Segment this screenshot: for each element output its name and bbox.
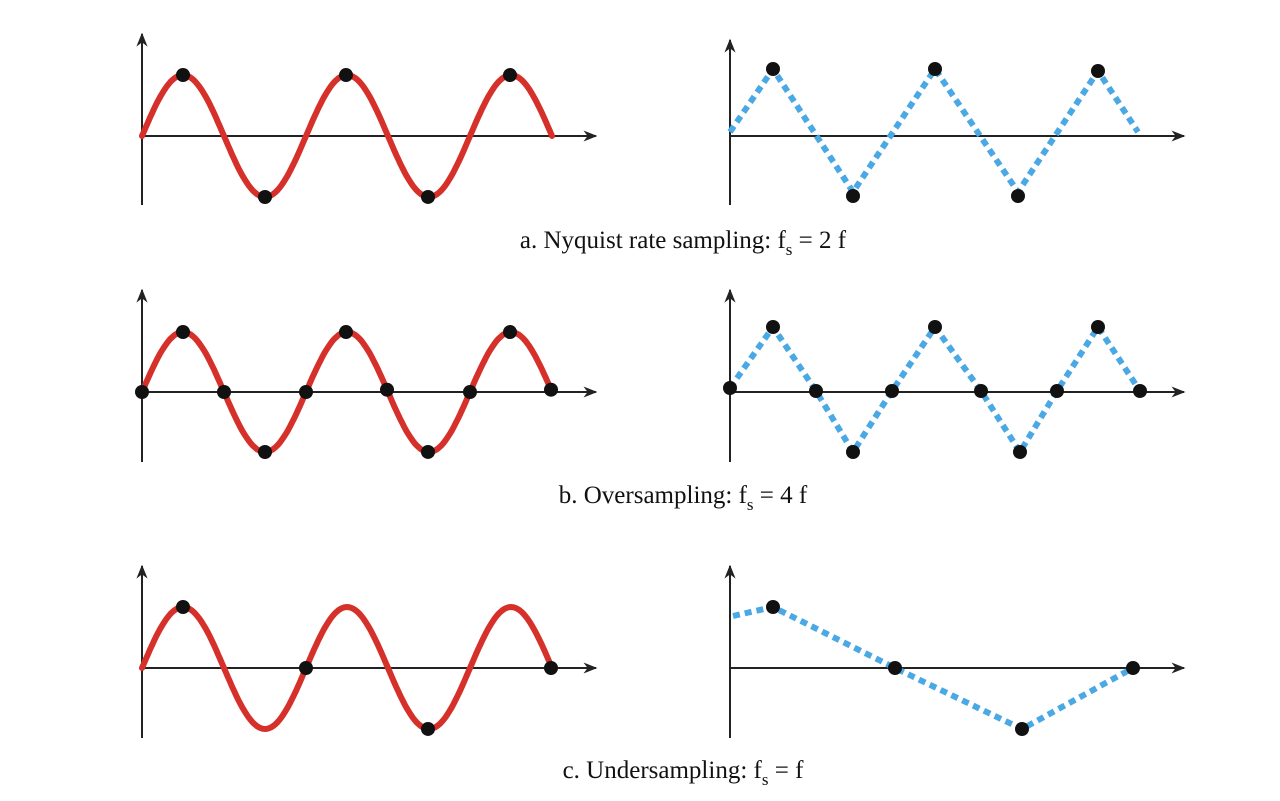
caption-a-suffix: = 2 f <box>792 227 847 254</box>
sample-point <box>1133 384 1147 398</box>
sample-point <box>888 661 902 675</box>
sample-point <box>176 325 190 339</box>
sample-point <box>723 381 737 395</box>
sample-point <box>544 661 558 675</box>
reconstructed-signal <box>732 603 1135 733</box>
analog-plot-c <box>136 564 598 738</box>
sample-point <box>1015 722 1029 736</box>
sample-point <box>135 385 149 399</box>
analog-signal-curve <box>139 603 555 733</box>
sampled-plot-b <box>723 288 1186 462</box>
sample-point <box>1013 445 1027 459</box>
sample-point <box>928 62 942 76</box>
sample-point <box>421 444 435 459</box>
sample-point <box>421 721 435 736</box>
sample-point <box>766 320 780 334</box>
sample-point <box>380 382 394 397</box>
caption-c-text: c. Undersampling: f <box>562 757 762 784</box>
caption-a-subscript: s <box>785 240 793 259</box>
caption-b-text: b. Oversampling: f <box>558 482 747 509</box>
sample-point <box>1091 320 1105 334</box>
sample-point <box>846 445 860 459</box>
sample-points <box>135 325 558 459</box>
sample-point <box>463 385 477 399</box>
caption-b-subscript: s <box>746 495 754 514</box>
caption-c-suffix: = f <box>768 757 804 784</box>
analog-plot-a <box>136 32 598 205</box>
row-a <box>136 32 1186 205</box>
sample-point <box>1126 661 1140 675</box>
reconstructed-signal <box>727 321 1143 458</box>
caption-c: c. Undersampling: fs = f <box>0 756 1280 789</box>
sample-point <box>1050 384 1064 398</box>
row-b <box>135 288 1186 462</box>
sample-point <box>176 600 190 614</box>
caption-b-suffix: = 4 f <box>753 482 808 509</box>
caption-a-text: a. Nyquist rate sampling: f <box>519 227 786 254</box>
sample-point <box>339 68 353 83</box>
row-c <box>136 564 1186 738</box>
sample-point <box>217 385 231 399</box>
sample-point <box>809 384 823 398</box>
sample-points <box>766 62 1105 203</box>
sample-point <box>503 68 517 83</box>
sample-point <box>299 661 313 675</box>
sample-point <box>421 189 435 204</box>
sampled-plot-a <box>724 38 1186 205</box>
sample-point <box>258 190 272 204</box>
sample-point <box>339 325 353 340</box>
sample-points <box>723 320 1147 459</box>
sample-point <box>258 445 272 459</box>
sample-points <box>176 68 517 204</box>
sample-point <box>974 384 988 398</box>
sample-point <box>503 325 517 340</box>
sample-point <box>766 600 780 614</box>
sampled-plot-c <box>724 564 1186 738</box>
caption-c-subscript: s <box>761 770 769 789</box>
sample-point <box>1011 189 1025 203</box>
sample-point <box>766 62 780 76</box>
sample-point <box>1091 64 1105 78</box>
sample-points <box>176 600 558 736</box>
sample-point <box>928 320 942 334</box>
sample-point <box>176 68 190 82</box>
sample-point <box>299 385 313 399</box>
sample-point <box>544 382 558 397</box>
caption-a: a. Nyquist rate sampling: fs = 2 f <box>0 226 1280 259</box>
caption-b: b. Oversampling: fs = 4 f <box>0 481 1280 514</box>
analog-plot-b <box>135 288 598 462</box>
reconstructed-signal <box>727 63 1141 198</box>
sample-point <box>846 189 860 203</box>
sample-points <box>766 600 1140 736</box>
sample-point <box>885 384 899 398</box>
